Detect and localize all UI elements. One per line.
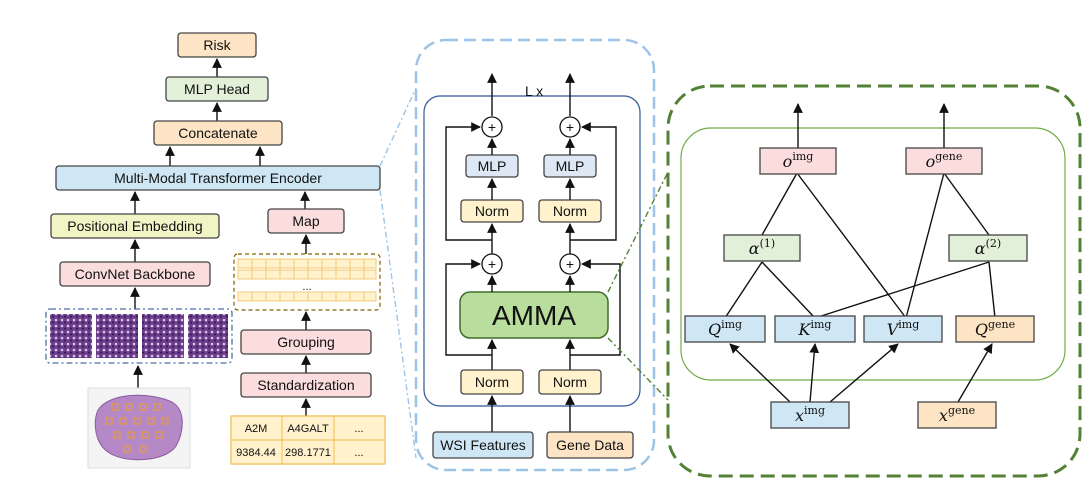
convnet-backbone-label: ConvNet Backbone <box>75 266 196 282</box>
zoom-line-top <box>379 87 417 167</box>
layer-stack-frame <box>423 95 641 407</box>
gene-table-cell-3: ... <box>354 447 363 459</box>
alpha-1-box <box>723 234 801 262</box>
zoom-green-top <box>607 171 669 293</box>
add-mid-left-symbol: + <box>488 256 496 272</box>
residual-top-left <box>445 122 492 241</box>
gene-data-label: Gene Data <box>556 437 624 453</box>
v-img-box <box>863 315 943 343</box>
patch-tile-2 <box>96 314 138 358</box>
patch-tile-4 <box>188 314 228 358</box>
patch-tile-1 <box>50 314 92 358</box>
alpha-2-label: α(2) <box>975 237 1001 258</box>
norm-bottom-right-box <box>538 369 602 395</box>
amma-label: AMMA <box>492 300 576 331</box>
patch-tile-3 <box>142 314 184 358</box>
arrow-x-to-v <box>829 343 899 403</box>
transformer-layer: L x + + MLP MLP Norm Norm + + <box>414 38 656 472</box>
wsi-features-label: WSI Features <box>440 437 526 453</box>
mlp-label-left: MLP <box>478 158 507 174</box>
wsi-features-box <box>432 431 534 459</box>
v-img-label: Vimg <box>887 318 920 339</box>
left-pipeline: Risk MLP Head Concatenate Multi-Modal Tr… <box>45 32 386 469</box>
gene-table-header-3: ... <box>354 423 363 435</box>
residual-bottom-right <box>570 259 621 356</box>
encoder-label: Multi-Modal Transformer Encoder <box>114 170 322 186</box>
add-top-left-symbol: + <box>488 119 496 135</box>
transformer-dashed-frame <box>414 38 656 472</box>
x-gene-box <box>917 401 997 429</box>
gene-table: A2M A4GALT ... 9384.44 298.1771 ... <box>230 415 386 465</box>
amma-detail-inner-frame <box>680 127 1066 381</box>
arrow-x-to-k <box>809 343 820 403</box>
standardization-box <box>240 372 372 398</box>
gene-data-box <box>546 431 634 459</box>
q-gene-box <box>955 315 1035 343</box>
o-img-label: oimg <box>783 150 814 171</box>
gene-table-cell-1: 9384.44 <box>236 447 276 459</box>
positional-embedding-label: Positional Embedding <box>67 218 202 234</box>
x-img-label: ximg <box>795 404 825 425</box>
gene-table-cell-2: 298.1771 <box>285 447 331 459</box>
gene-table-header-1: A2M <box>245 423 268 435</box>
token-ellipsis: ... <box>302 281 311 293</box>
grouping-box <box>240 329 372 355</box>
amma-detail: oimg ogene α(1) α(2) Qimg Kimg Vimg Qgen… <box>666 84 1082 478</box>
norm-top-left-label: Norm <box>475 203 509 219</box>
norm-bottom-left-label: Norm <box>475 374 509 390</box>
risk-box <box>177 32 257 58</box>
map-label: Map <box>292 213 319 229</box>
tissue-region <box>94 394 183 461</box>
grouping-label: Grouping <box>277 334 335 350</box>
convnet-backbone-box <box>59 261 211 287</box>
mlp-head-label: MLP Head <box>184 81 250 97</box>
grouped-token-cells <box>237 258 377 302</box>
arrow-xgene-to-qgene <box>957 343 993 403</box>
positional-embedding-box <box>50 213 220 239</box>
residual-top-right <box>570 122 617 241</box>
o-gene-label: ogene <box>926 150 963 171</box>
grouped-tokens-frame <box>233 253 381 311</box>
mlp-label-right: MLP <box>556 158 585 174</box>
add-top-left <box>481 116 503 138</box>
concatenate-box <box>153 120 283 146</box>
k-img-label: Kimg <box>798 318 832 339</box>
x-img-box <box>770 401 850 429</box>
concatenate-label: Concatenate <box>178 125 258 141</box>
gene-table-header-2: A4GALT <box>287 423 329 435</box>
add-mid-right-symbol: + <box>566 256 574 272</box>
risk-label: Risk <box>203 37 231 53</box>
norm-bottom-right-label: Norm <box>553 374 587 390</box>
norm-top-right-label: Norm <box>553 203 587 219</box>
amma-box <box>459 291 609 339</box>
patch-grid-markers <box>105 403 169 453</box>
alpha-2-box <box>948 234 1028 262</box>
q-gene-label: Qgene <box>975 318 1015 339</box>
arrow-x-to-q <box>729 343 791 403</box>
x-gene-label: xgene <box>939 404 975 425</box>
standardization-label: Standardization <box>257 377 354 393</box>
mlp-head-box <box>165 76 269 102</box>
zoom-line-bottom <box>379 189 417 459</box>
zoom-green-bottom <box>607 337 669 401</box>
norm-bottom-left-box <box>460 369 524 395</box>
patch-tiles-frame <box>45 308 233 364</box>
amma-detail-dashed-frame <box>666 84 1082 478</box>
q-img-label: Qimg <box>708 318 742 339</box>
k-img-box <box>774 315 856 343</box>
map-box <box>267 208 345 234</box>
encoder-box <box>55 165 381 191</box>
add-top-right <box>559 116 581 138</box>
alpha-1-label: α(1) <box>749 237 775 258</box>
o-img-box <box>759 147 837 175</box>
add-top-right-symbol: + <box>566 119 574 135</box>
residual-bottom-left <box>445 259 492 356</box>
amma-connections <box>724 172 996 319</box>
repeat-label: L x <box>525 83 543 99</box>
q-img-box <box>684 315 766 343</box>
o-gene-box <box>905 147 983 175</box>
